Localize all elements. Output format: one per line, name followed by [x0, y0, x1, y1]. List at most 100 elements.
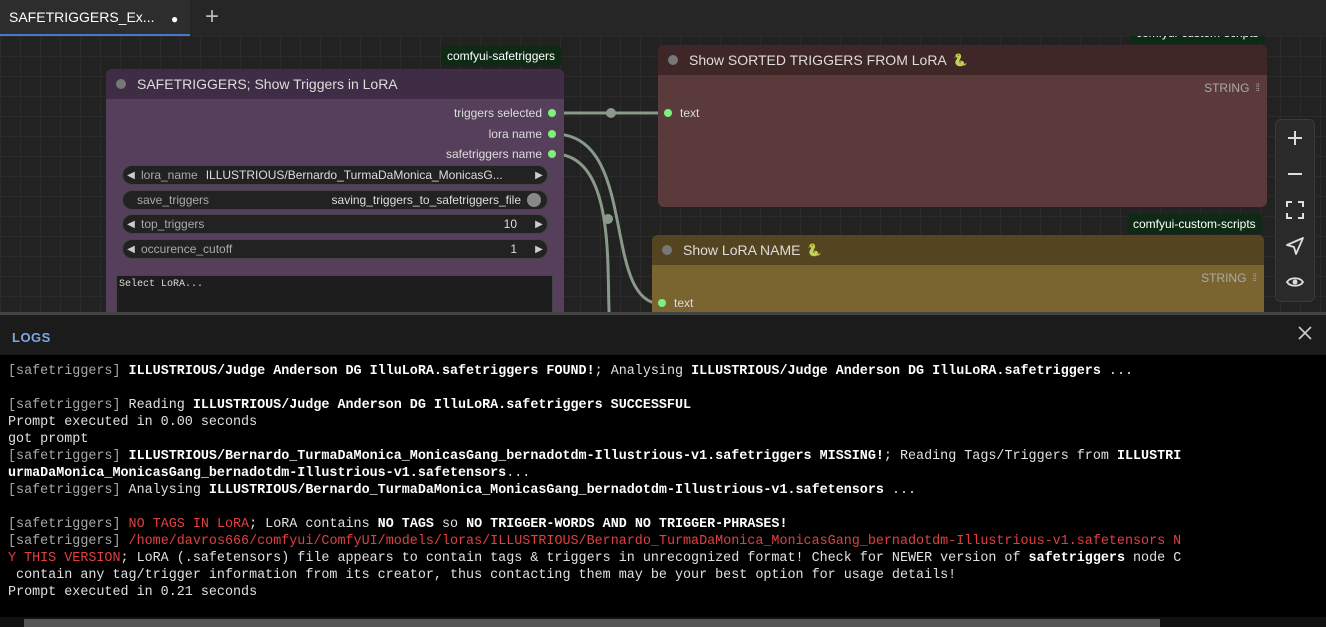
wire-midpoint[interactable] — [606, 108, 616, 118]
grip-icon: ⁞⁞ — [1252, 273, 1256, 284]
log-text: Prompt executed in 0.21 seconds — [8, 585, 257, 600]
log-text: ... — [506, 466, 530, 481]
occurence-cutoff-number[interactable]: ◀ occurence_cutoff 1 ▶ — [122, 239, 548, 259]
log-bold-text: ILLUSTRIOUS/Judge Anderson DG IlluLoRA.s… — [691, 364, 1101, 379]
widget-value: 1 — [510, 242, 517, 256]
log-tag: [safetriggers] — [8, 517, 121, 532]
output-type-label[interactable]: STRING ⁞⁞ — [1204, 81, 1259, 95]
widget-value: ILLUSTRIOUS/Bernardo_TurmaDaMonica_Monic… — [206, 168, 527, 182]
input-label: text — [680, 106, 699, 120]
output-type-label[interactable]: STRING ⁞⁞ — [1201, 271, 1256, 285]
navigation-arrow-icon — [1286, 237, 1304, 255]
input-text[interactable]: text — [658, 293, 693, 312]
log-bold-text: safetriggers — [1029, 551, 1125, 566]
show-sorted-triggers-node[interactable]: Show SORTED TRIGGERS FROM LoRA 🐍 STRING … — [658, 45, 1267, 207]
log-line: [safetriggers] ILLUSTRIOUS/Bernardo_Turm… — [8, 448, 1181, 465]
node-title: Show SORTED TRIGGERS FROM LoRA — [689, 52, 947, 68]
safetriggers-node[interactable]: SAFETRIGGERS; Show Triggers in LoRA trig… — [106, 69, 564, 312]
log-bold-text: ILLUSTRIOUS/Judge Anderson DG IlluLoRA.s… — [129, 364, 595, 379]
logs-console[interactable]: [safetriggers] ILLUSTRIOUS/Judge Anderso… — [0, 355, 1326, 627]
collapse-dot-icon[interactable] — [668, 55, 678, 65]
log-bold-text: NO TAGS — [378, 517, 434, 532]
widget-label: lora_name — [141, 168, 198, 182]
log-text: contain any tag/trigger information from… — [8, 568, 956, 583]
output-lora-name[interactable]: lora name — [489, 124, 556, 144]
canvas-toolbar — [1275, 119, 1315, 302]
log-text: ; Analysing — [595, 364, 691, 379]
output-socket-icon[interactable] — [548, 109, 556, 117]
widget-label: save_triggers — [137, 193, 209, 207]
widget-value: saving_triggers_to_safetriggers_file — [332, 193, 521, 207]
log-text — [121, 449, 129, 464]
widget-label: occurence_cutoff — [141, 242, 232, 256]
log-tag: [safetriggers] — [8, 398, 121, 413]
log-bold-text: ILLUSTRIOUS/Bernardo_TurmaDaMonica_Monic… — [129, 449, 884, 464]
log-text: ; LoRA contains — [249, 517, 378, 532]
eye-icon — [1286, 273, 1304, 291]
log-bold-text: ILLUSTRIOUS/Bernardo_TurmaDaMonica_Monic… — [209, 483, 884, 498]
log-error-text: /home/davros666/comfyui/ComfyUI/models/l… — [129, 534, 1182, 549]
output-type-text: STRING — [1201, 271, 1246, 285]
log-line: got prompt — [8, 431, 88, 448]
output-type-text: STRING — [1204, 81, 1249, 95]
output-socket-icon[interactable] — [548, 130, 556, 138]
close-logs-button[interactable] — [1297, 325, 1315, 343]
log-text — [121, 364, 129, 379]
log-tag: [safetriggers] — [8, 364, 121, 379]
node-title-bar[interactable]: SAFETRIGGERS; Show Triggers in LoRA — [106, 69, 564, 99]
lora-name-combo[interactable]: ◀ lora_name ILLUSTRIOUS/Bernardo_TurmaDa… — [122, 165, 548, 185]
node-title-bar[interactable]: Show SORTED TRIGGERS FROM LoRA 🐍 — [658, 45, 1267, 75]
output-socket-icon[interactable] — [548, 150, 556, 158]
unsaved-dot-icon[interactable]: ● — [171, 12, 178, 26]
arrow-left-icon[interactable]: ◀ — [123, 170, 139, 181]
log-text: so — [434, 517, 466, 532]
save-triggers-toggle[interactable]: save_triggers saving_triggers_to_safetri… — [122, 190, 548, 210]
output-safetriggers-name[interactable]: safetriggers name — [446, 144, 556, 164]
zoom-in-button[interactable] — [1276, 120, 1314, 156]
log-bold-text: NO TRIGGER-WORDS AND NO TRIGGER-PHRASES! — [466, 517, 787, 532]
fit-view-icon — [1286, 201, 1304, 219]
log-text — [121, 534, 129, 549]
log-line: Y THIS VERSION; LoRA (.safetensors) file… — [8, 550, 1181, 567]
toggle-knob-icon[interactable] — [527, 193, 541, 207]
arrow-left-icon[interactable]: ◀ — [123, 219, 139, 230]
input-socket-icon[interactable] — [658, 299, 666, 307]
log-text: Analysing — [121, 483, 209, 498]
log-error-text: NO TAGS IN LoRA — [129, 517, 250, 532]
show-lora-name-node[interactable]: Show LoRA NAME 🐍 STRING ⁞⁞ text — [652, 235, 1264, 312]
log-error-text: Y THIS VERSION — [8, 551, 121, 566]
collapse-dot-icon[interactable] — [116, 79, 126, 89]
output-triggers-selected[interactable]: triggers selected — [454, 103, 556, 123]
arrow-right-icon[interactable]: ▶ — [531, 244, 547, 255]
log-line: [safetriggers] NO TAGS IN LoRA; LoRA con… — [8, 516, 788, 533]
select-mode-button[interactable] — [1276, 228, 1314, 264]
log-text: Reading — [121, 398, 193, 413]
log-line: [safetriggers] Analysing ILLUSTRIOUS/Ber… — [8, 482, 916, 499]
workflow-tab[interactable]: SAFETRIGGERS_Ex... ● — [0, 0, 190, 36]
node-title-bar[interactable]: Show LoRA NAME 🐍 — [652, 235, 1264, 265]
horizontal-scrollbar[interactable] — [0, 617, 1326, 627]
log-text: ; Reading Tags/Triggers from — [884, 449, 1117, 464]
add-tab-button[interactable]: + — [200, 4, 224, 32]
fit-view-button[interactable] — [1276, 192, 1314, 228]
log-line: contain any tag/trigger information from… — [8, 567, 956, 584]
zoom-out-button[interactable] — [1276, 156, 1314, 192]
collapse-dot-icon[interactable] — [662, 245, 672, 255]
log-text: Prompt executed in 0.00 seconds — [8, 415, 257, 430]
snake-icon: 🐍 — [953, 53, 968, 67]
log-text: node C — [1125, 551, 1181, 566]
scrollbar-thumb[interactable] — [24, 619, 1160, 627]
log-tag: [safetriggers] — [8, 449, 121, 464]
arrow-right-icon[interactable]: ▶ — [531, 170, 547, 181]
graph-canvas[interactable]: comfyui-safetriggers comfyui-custom-scri… — [0, 36, 1326, 312]
input-socket-icon[interactable] — [664, 109, 672, 117]
top-triggers-number[interactable]: ◀ top_triggers 10 ▶ — [122, 214, 548, 234]
input-text[interactable]: text — [664, 103, 699, 123]
plus-icon — [1286, 129, 1304, 147]
toggle-links-button[interactable] — [1276, 264, 1314, 300]
log-line: urmaDaMonica_MonicasGang_bernadotdm-Illu… — [8, 465, 530, 482]
triggers-textarea[interactable]: Select LoRA... — [116, 275, 553, 312]
arrow-left-icon[interactable]: ◀ — [123, 244, 139, 255]
log-bold-text: urmaDaMonica_MonicasGang_bernadotdm-Illu… — [8, 466, 506, 481]
arrow-right-icon[interactable]: ▶ — [531, 219, 547, 230]
